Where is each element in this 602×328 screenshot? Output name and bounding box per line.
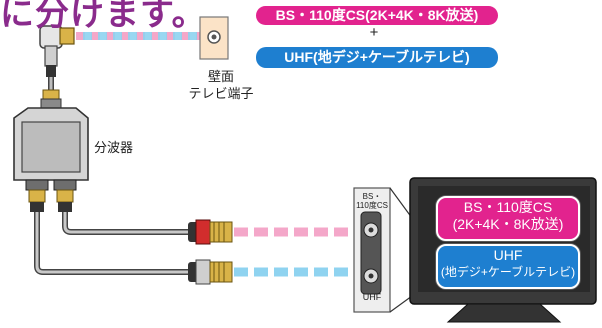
heading-text: に分けます。 xyxy=(0,0,207,34)
bs-signal-badge: BS・110度CS(2K+4K・8K放送) xyxy=(256,6,498,25)
wall-outlet-icon xyxy=(199,16,229,60)
tv-port-uhf-label: UHF xyxy=(362,292,382,302)
angled-plug-icon xyxy=(39,25,75,77)
splitter-input-connector xyxy=(40,89,62,110)
tv-port-bs-label: BS・ 110度CS xyxy=(356,192,388,210)
splitter-label: 分波器 xyxy=(94,140,134,155)
splitter-icon xyxy=(13,107,89,212)
tv-bs-badge: BS・110度CS (2K+4K・8K放送) xyxy=(436,196,580,241)
tv-input-panel xyxy=(353,187,391,313)
bs-cable-connector xyxy=(188,219,233,245)
tv-uhf-badge: UHF (地デジ+ケーブルテレビ) xyxy=(436,244,580,289)
uhf-cable-connector xyxy=(188,259,233,285)
plus-sign: + xyxy=(369,24,379,41)
uhf-signal-badge: UHF(地デジ+ケーブルテレビ) xyxy=(256,47,498,68)
wall-outlet-label: 壁面 テレビ端子 xyxy=(188,69,254,101)
